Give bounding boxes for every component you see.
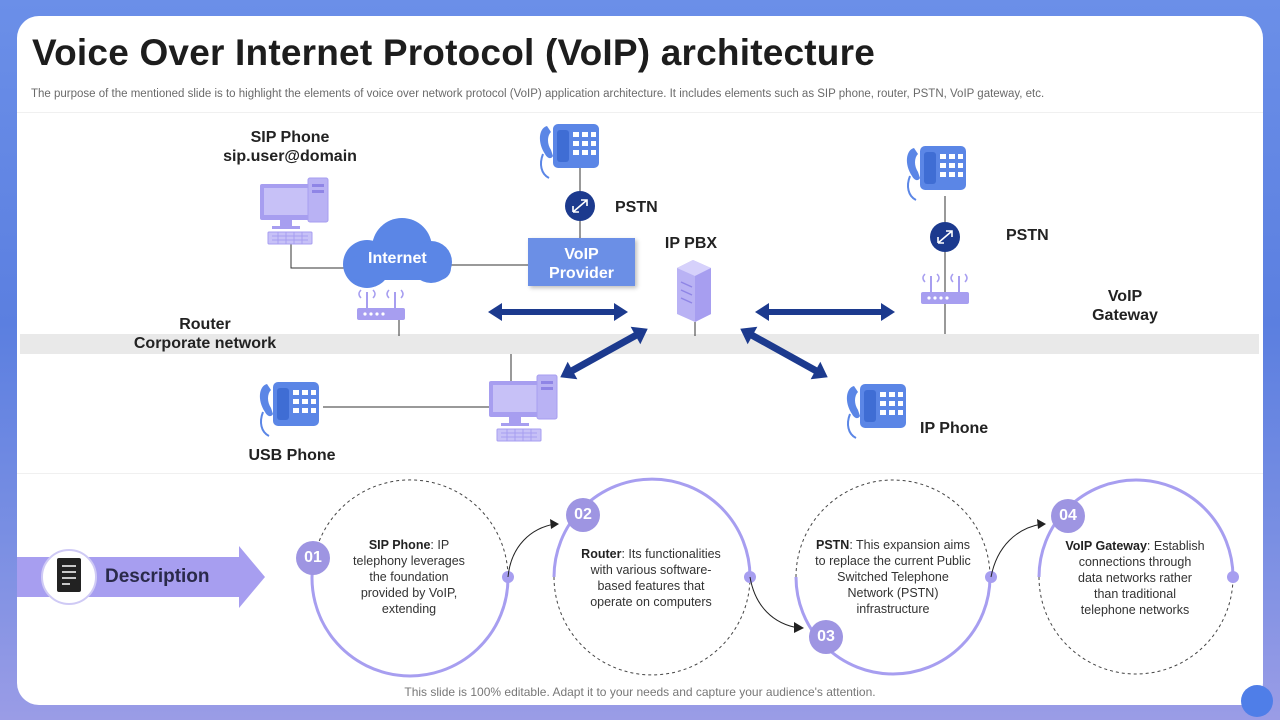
step-text-01: SIP Phone: IP telephony leverages the fo…: [345, 537, 473, 617]
step-title: SIP Phone: [368, 538, 431, 552]
step-body: : Establish connections through data net…: [1078, 539, 1205, 617]
architecture-diagram: [17, 123, 1239, 678]
step-text-03: PSTN: This expansion aims to replace the…: [813, 537, 973, 617]
sip-computer-icon: [259, 177, 329, 245]
slide-card: Voice Over Internet Protocol (VoIP) arch…: [17, 16, 1263, 705]
voip-provider-box: VoIP Provider: [528, 238, 635, 286]
corner-dot: [1241, 685, 1273, 717]
step-number-01: 01: [296, 541, 330, 575]
description-label: Description: [105, 566, 210, 587]
step-connectors: [507, 519, 1046, 633]
step-number-04: 04: [1051, 499, 1085, 533]
footer-note: This slide is 100% editable. Adapt it to…: [404, 685, 876, 699]
corporate-network-band: [20, 334, 1259, 354]
internet-cloud-icon: [343, 218, 452, 288]
page-subtitle: The purpose of the mentioned slide is to…: [31, 88, 1045, 100]
pstn-left-label: PSTN: [615, 199, 658, 216]
internet-label: Internet: [368, 250, 427, 267]
step-number-03: 03: [809, 620, 843, 654]
step-text-04: VoIP Gateway: Establish connections thro…: [1065, 538, 1205, 618]
network-arrows: [488, 303, 895, 380]
office-computer-icon: [488, 374, 558, 442]
ip-pbx-label: IP PBX: [664, 235, 718, 252]
step-title: VoIP Gateway: [1065, 539, 1147, 553]
divider-top: [17, 112, 1263, 113]
server-icon: [677, 260, 711, 322]
router-label: Router: [179, 316, 231, 333]
ip-phone-label: IP Phone: [920, 420, 989, 437]
step-number-02: 02: [566, 498, 600, 532]
voip-provider-line1: VoIP: [564, 246, 599, 263]
usb-phone-icon: [258, 381, 320, 437]
voip-gateway-line2: Gateway: [1092, 307, 1158, 324]
gateway-phone-icon: [905, 145, 967, 201]
step-title: Router: [581, 547, 622, 561]
step-text-02: Router: Its functionalities with various…: [577, 546, 725, 610]
pstn-phone-icon: [538, 123, 600, 179]
pstn-switch-icon: [564, 190, 596, 222]
ip-phone-icon: [845, 383, 907, 439]
corporate-network-label: Corporate network: [133, 335, 277, 352]
step-title: PSTN: [815, 538, 850, 552]
divider-mid: [17, 473, 1263, 474]
document-icon: [57, 558, 81, 592]
page-title: Voice Over Internet Protocol (VoIP) arch…: [32, 32, 875, 73]
step-body: : Its functionalities with various softw…: [590, 547, 721, 609]
step-circles: [310, 477, 1239, 678]
sip-phone-label: SIP Phone: [250, 129, 330, 146]
pstn-right-label: PSTN: [1006, 227, 1049, 244]
voip-provider-line2: Provider: [549, 265, 614, 282]
sip-address-label: sip.user@domain: [223, 148, 357, 165]
step-body: : This expansion aims to replace the cur…: [815, 538, 971, 616]
gateway-switch-icon: [929, 221, 961, 253]
step-body: : IP telephony leverages the foundation …: [353, 538, 465, 616]
usb-phone-label: USB Phone: [248, 447, 336, 464]
router-icon: [356, 289, 406, 321]
voip-gateway-line1: VoIP: [1107, 288, 1143, 305]
